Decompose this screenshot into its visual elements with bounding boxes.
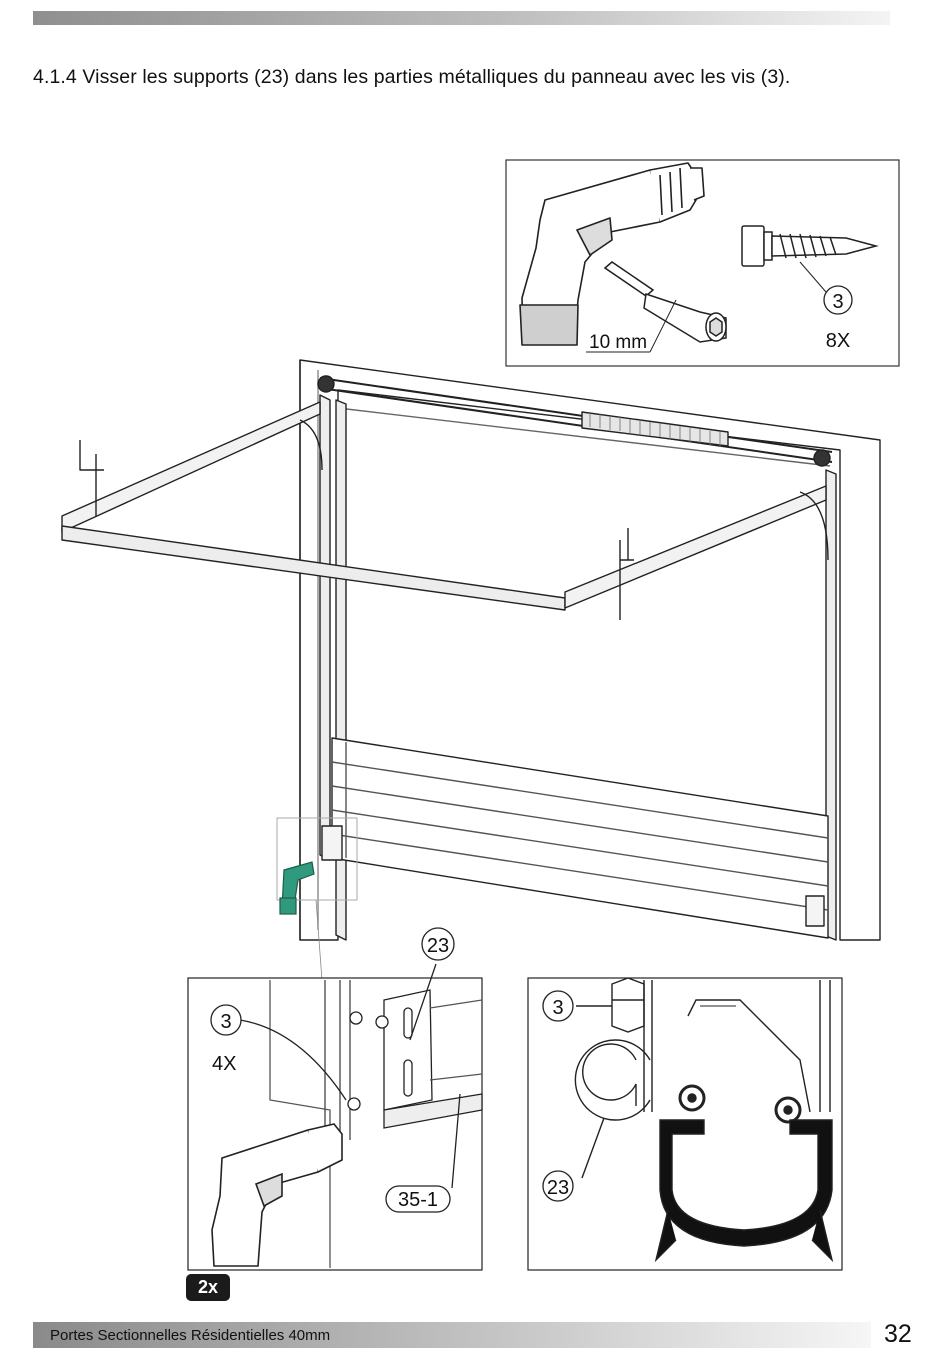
door-assembly	[62, 360, 880, 1060]
page-number: 32	[884, 1320, 912, 1349]
repeat-badge: 2x	[186, 1274, 230, 1301]
tools-inset: 10 mm 3 8X	[506, 160, 899, 366]
socket-size-label: 10 mm	[589, 332, 647, 353]
detail-left-screw-qty: 4X	[212, 1053, 236, 1075]
detail-right-bracket-ref: 23	[547, 1177, 569, 1199]
door-panel	[332, 738, 828, 938]
detail-left-bracket-ref: 23	[427, 935, 449, 957]
screw-qty-label: 8X	[826, 330, 850, 352]
right-horizontal-track	[565, 486, 826, 608]
footer-title: Portes Sectionnelles Résidentielles 40mm	[50, 1327, 330, 1344]
detail-right-box	[528, 978, 842, 1270]
left-horizontal-track	[62, 402, 320, 532]
screw-ref-label: 3	[832, 291, 843, 313]
detail-left-screw-ref: 3	[220, 1011, 231, 1033]
detail-left-panel-ref: 35-1	[398, 1189, 438, 1211]
detail-right-screw-ref: 3	[552, 997, 563, 1019]
